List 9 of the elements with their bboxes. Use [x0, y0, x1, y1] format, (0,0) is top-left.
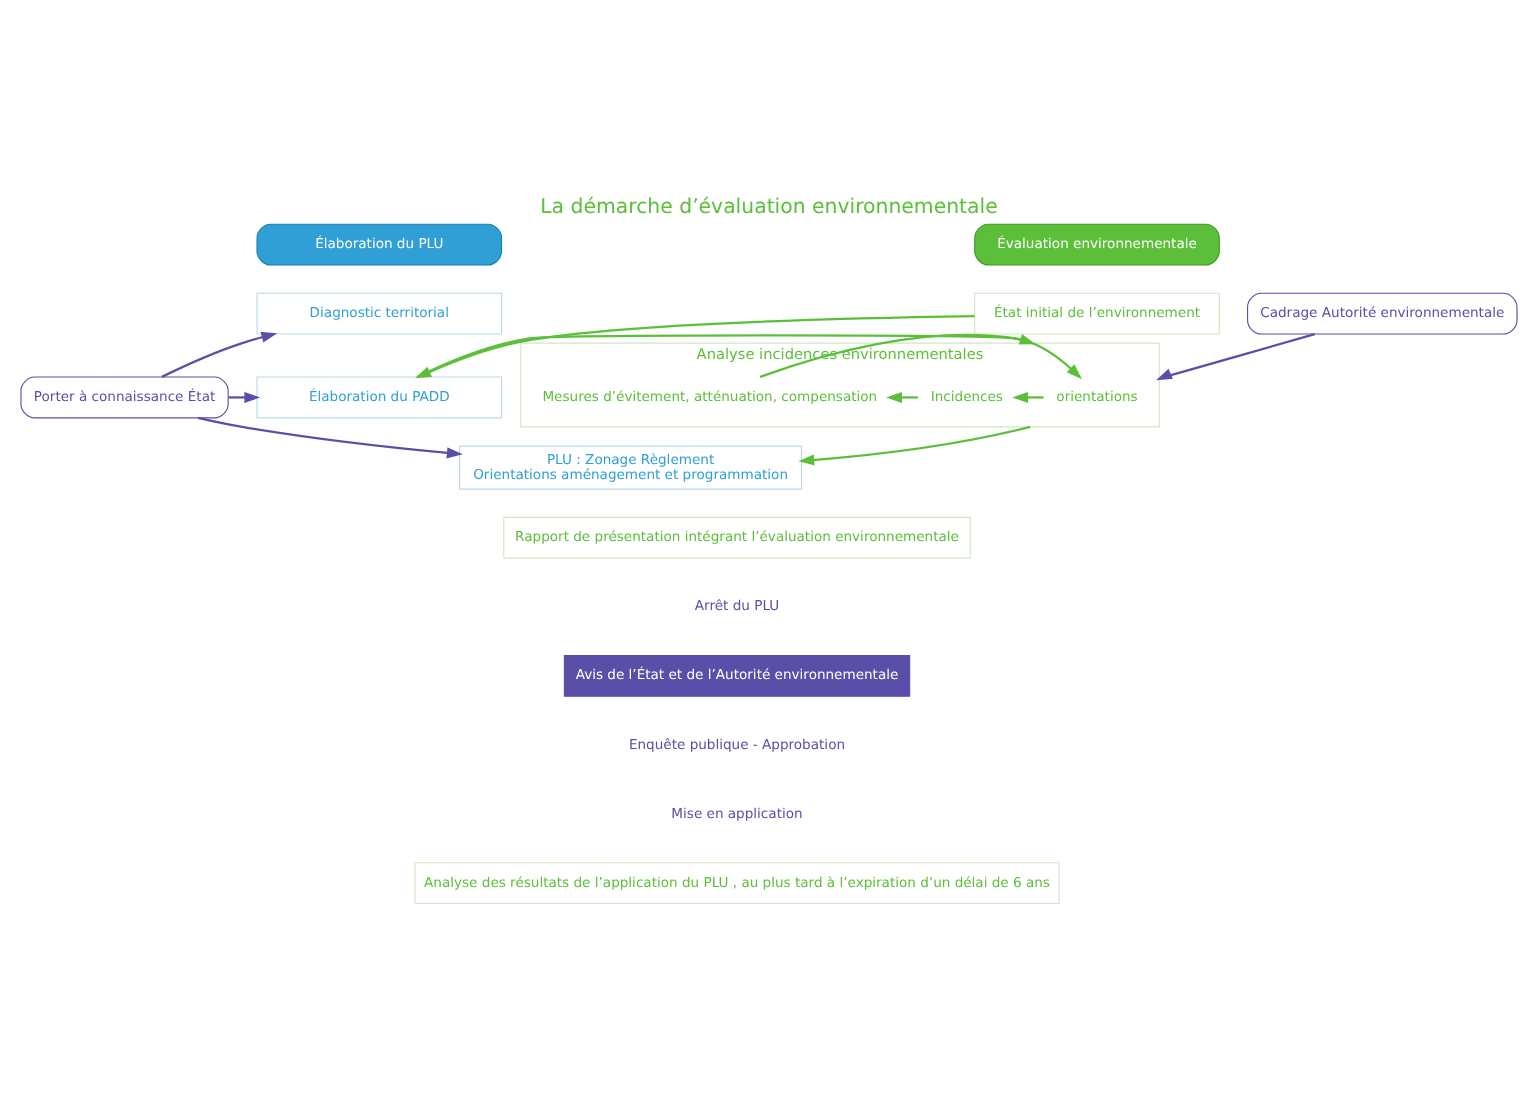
- arrow: [197, 415, 463, 458]
- arrow: [1012, 390, 1044, 402]
- arrow: [886, 390, 918, 402]
- arrow: [798, 424, 1031, 465]
- arrow: [161, 330, 278, 377]
- arrow: [1156, 332, 1315, 380]
- diagram-title: La démarche d’évaluation environnementale: [540, 196, 998, 219]
- arrow: [228, 390, 261, 402]
- arrow: [415, 313, 975, 378]
